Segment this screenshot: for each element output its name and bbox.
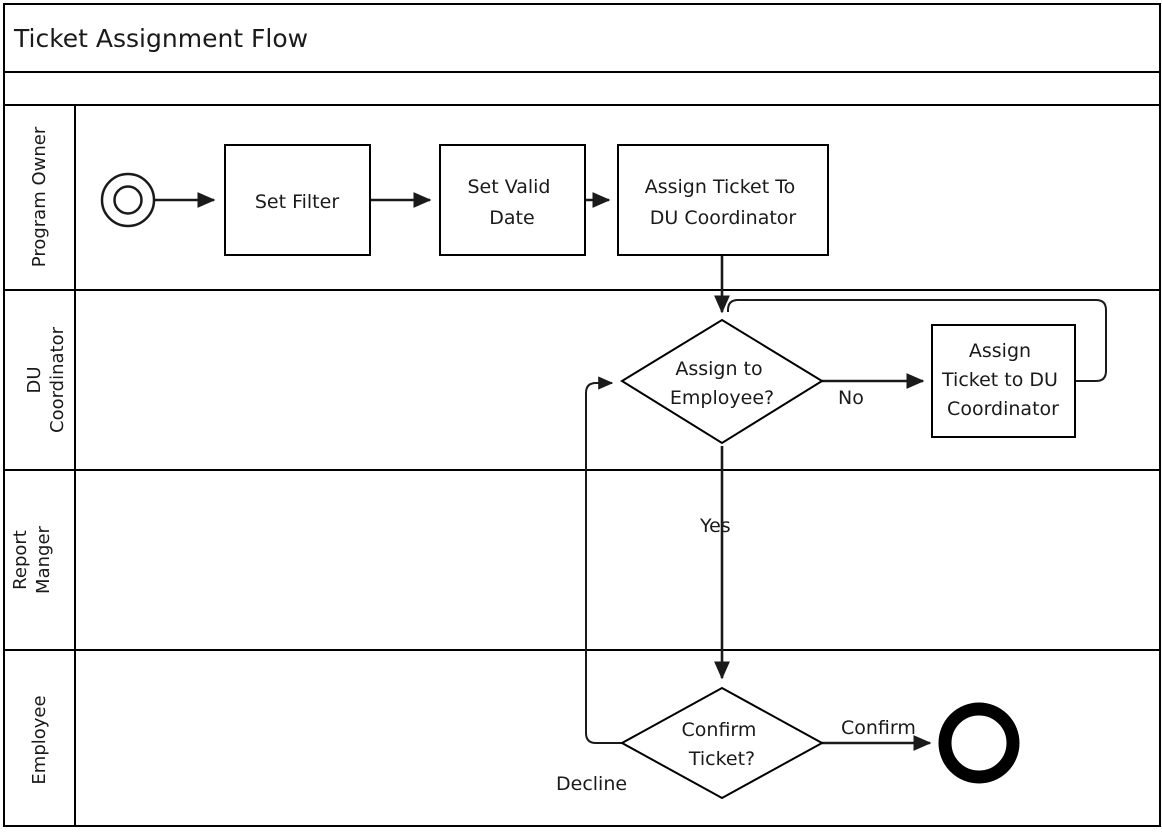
task-set-filter[interactable]: Set Filter [224,144,371,256]
svg-text:Assign to Employee?: Assign to Employee? [670,358,774,409]
gateway-label-line: Employee? [670,387,774,409]
task-label-line: Ticket to DU [941,369,1058,391]
task-label-line: Set Valid [467,176,550,198]
svg-text:DU: DU [24,366,45,393]
svg-text:Employee: Employee [29,695,50,784]
gateway-label-line: Ticket? [688,748,755,770]
diagram-title: Ticket Assignment Flow [13,24,308,53]
task-assign-ticket-to-du[interactable]: Assign Ticket to DU Coordinator [931,324,1076,438]
flow-decline-to-gateway-assign [585,376,622,744]
task-label-line: Assign Ticket To [645,176,795,198]
lane-label-du-coordinator: DU Coordinator [24,326,68,433]
task-label-line: Assign [969,340,1031,362]
task-assign-ticket-to-du-coordinator[interactable]: Assign Ticket To DU Coordinator [617,144,829,256]
gateway-label-line: Confirm [682,719,757,741]
svg-text:Set Filter: Set Filter [255,191,339,213]
svg-text:Confirm Ticket?: Confirm Ticket? [682,719,763,770]
svg-text:Manger: Manger [33,525,54,593]
flow-loopback-to-gateway-assign [727,299,1107,382]
svg-text:Set Valid Date: Set Valid Date [467,176,556,229]
lane-label-line: Employee [29,695,50,784]
lane-label-line: Manger [33,525,54,593]
gateway-label-line: Assign to [675,358,762,380]
lane-label-line: Report [10,530,31,590]
svg-text:Report: Report [10,530,31,590]
start-event[interactable] [100,172,156,228]
lane-label-line: Program Owner [29,126,50,267]
end-event[interactable] [938,702,1020,784]
task-set-valid-date[interactable]: Set Valid Date [439,144,586,256]
svg-text:Assign Ticket To DU Co: Assign Ticket To DU Coordinator [645,176,802,229]
svg-text:Coordinator: Coordinator [47,326,68,433]
task-label-line: Set Filter [255,191,339,213]
gateway-confirm-ticket[interactable]: Confirm Ticket? [619,686,825,800]
flow-label-confirm: Confirm [841,717,916,739]
svg-text:Program Owner: Program Owner [29,126,50,267]
gateway-assign-to-employee[interactable]: Assign to Employee? [620,318,824,445]
lane-label-line: DU [24,366,45,393]
flow-label-decline: Decline [556,773,627,795]
flow-label-yes: Yes [699,515,731,537]
flow-label-no: No [838,387,864,409]
lane-label-employee: Employee [29,695,50,784]
lane-label-report-manger: Report Manger [10,525,54,593]
lane-label-program-owner: Program Owner [29,126,50,267]
lane-label-line: Coordinator [47,326,68,433]
lane-dividers [4,289,1160,651]
task-label-line: Coordinator [947,398,1059,420]
task-label-line: Date [489,207,534,229]
task-label-line: DU Coordinator [650,207,797,229]
svg-text:Assign Ticket to DU: Assign Ticket to DU Coordinator [941,340,1064,420]
